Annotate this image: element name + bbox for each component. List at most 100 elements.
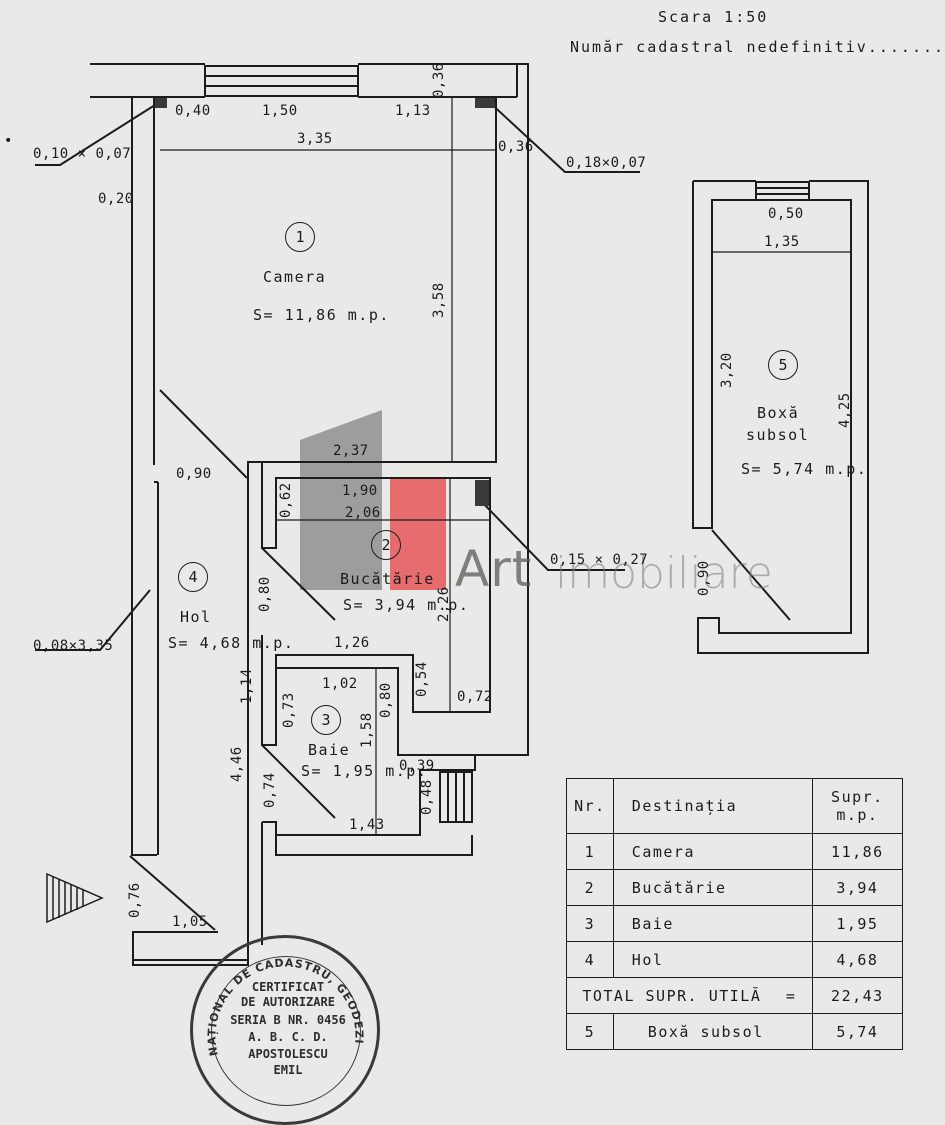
dim-0-90-hol: 0,90 [176, 466, 212, 482]
dim-0-73: 0,73 [281, 692, 297, 728]
dim-0-54: 0,54 [414, 661, 430, 697]
cadastral-number: Număr cadastral nedefinitiv....... [570, 38, 945, 56]
room-area-camera: S= 11,86 m.p. [253, 306, 390, 324]
room-number-1: 1 [285, 222, 315, 252]
table-row: 5 Boxă subsol 5,74 [566, 1013, 904, 1050]
dim-1-90: 1,90 [342, 483, 378, 499]
cell-supr: 11,86 [811, 833, 904, 870]
header-destinatia: Destinația [612, 778, 813, 834]
dim-0-18x0-07: 0,18×0,07 [566, 155, 647, 171]
outer-wall [90, 63, 529, 756]
stamp-line6: EMIL [273, 1063, 303, 1077]
stamp-line4: A. B. C. D. [248, 1030, 328, 1044]
stamp-line1: CERTIFICAT [251, 980, 325, 994]
table-total-row: TOTAL SUPR. UTILĂ = 22,43 [566, 977, 904, 1014]
dim-1-58: 1,58 [359, 712, 375, 748]
dim-0-48: 0,48 [419, 779, 435, 815]
room-area-bucatarie: S= 3,94 m.p. [343, 596, 470, 614]
authorization-stamp: NAȚIONAL DE CADASTRU, GEODEZIE ȘI CARTOG… [190, 935, 380, 1125]
total-label: TOTAL SUPR. UTILĂ [582, 986, 762, 1005]
stamp-line5: APOSTOLESCU [248, 1047, 328, 1061]
cell-dest: Bucătărie [612, 869, 813, 906]
cell-nr: 3 [566, 905, 614, 942]
header-supr: Supr. m.p. [811, 778, 904, 834]
room-name-baie: Baie [308, 741, 351, 759]
dim-1-13: 1,13 [395, 103, 431, 119]
stamp-line2: DE AUTORIZARE [241, 995, 335, 1009]
dim-1-02: 1,02 [322, 676, 358, 692]
room-number-5: 5 [768, 350, 798, 380]
dim-1-50: 1,50 [262, 103, 298, 119]
scale-label: Scara 1:50 [658, 8, 769, 26]
dim-0-36-top: 0,36 [431, 62, 447, 98]
cell-nr: 4 [566, 941, 614, 978]
dim-3-35: 3,35 [297, 131, 333, 147]
header-nr: Nr. [566, 778, 614, 834]
margin-mark: • [4, 133, 13, 149]
floor-plan-drawing [35, 63, 869, 966]
dim-0-39: 0,39 [399, 758, 435, 774]
watermark-imobiliare: imobiliare [555, 548, 773, 599]
cell-nr: 5 [566, 1013, 614, 1050]
dim-1-05: 1,05 [172, 914, 208, 930]
dim-4-25: 4,25 [837, 392, 853, 428]
cell-dest: Baie [612, 905, 813, 942]
room-name-boxa-line2: subsol [746, 426, 810, 444]
table-row: 4 Hol 4,68 [566, 941, 904, 978]
room-name-hol: Hol [180, 608, 212, 626]
watermark-logo [300, 410, 446, 590]
dim-2-37: 2,37 [333, 443, 369, 459]
dim-0-20: 0,20 [98, 191, 134, 207]
dim-0-40: 0,40 [175, 103, 211, 119]
cell-dest: Boxă subsol [612, 1013, 813, 1050]
window [204, 65, 359, 97]
table-row: 1 Camera 11,86 [566, 833, 904, 870]
dim-0-80-baie: 0,80 [378, 682, 394, 718]
total-label-cell: TOTAL SUPR. UTILĂ = [566, 977, 813, 1014]
room-name-camera: Camera [263, 268, 327, 286]
table-row: 2 Bucătărie 3,94 [566, 869, 904, 906]
table-header-row: Nr. Destinația Supr. m.p. [566, 778, 904, 834]
dim-1-35: 1,35 [764, 234, 800, 250]
total-equals: = [785, 986, 797, 1005]
surface-table: Nr. Destinația Supr. m.p. 1 Camera 11,86… [566, 778, 904, 1050]
room-name-bucatarie: Bucătărie [340, 570, 435, 588]
room-name-boxa-line1: Boxă [757, 404, 800, 422]
watermark-art: Art [455, 540, 533, 598]
cell-supr: 5,74 [811, 1013, 904, 1050]
dim-1-14: 1,14 [239, 668, 255, 704]
cell-dest: Camera [612, 833, 813, 870]
cell-supr: 4,68 [811, 941, 904, 978]
dim-1-43: 1,43 [349, 817, 385, 833]
room-number-3: 3 [311, 705, 341, 735]
dim-2-06: 2,06 [345, 505, 381, 521]
north-arrow-icon [46, 872, 104, 924]
dim-0-62: 0,62 [278, 482, 294, 518]
dim-0-76: 0,76 [127, 882, 143, 918]
cell-dest: Hol [612, 941, 813, 978]
dim-2-26: 2,26 [436, 586, 452, 622]
dim-0-74: 0,74 [262, 772, 278, 808]
dim-0-90-box: 0,90 [696, 560, 712, 596]
room-area-hol: S= 4,68 m.p. [168, 634, 295, 652]
stamp-ring-text: NAȚIONAL DE CADASTRU, GEODEZIE ȘI CARTOG… [190, 935, 365, 1057]
cell-supr: 3,94 [811, 869, 904, 906]
dim-0-72: 0,72 [457, 689, 493, 705]
table-row: 3 Baie 1,95 [566, 905, 904, 942]
dim-0-80-hol: 0,80 [257, 576, 273, 612]
room-area-baie: S= 1,95 m.p. [301, 762, 428, 780]
dim-1-26: 1,26 [334, 635, 370, 651]
dim-0-08x3-35: 0,08×3,35 [33, 638, 114, 654]
dim-0-50: 0,50 [768, 206, 804, 222]
dim-3-20: 3,20 [719, 352, 735, 388]
stamp-line3: SERIA B NR. 0456 [230, 1013, 346, 1027]
dim-0-10x0-07: 0,10 × 0,07 [33, 146, 132, 162]
cell-nr: 2 [566, 869, 614, 906]
cell-nr: 1 [566, 833, 614, 870]
room-area-boxa: S= 5,74 m.p. [741, 460, 868, 478]
dim-0-36-right: 0,36 [498, 139, 534, 155]
dim-3-58: 3,58 [431, 282, 447, 318]
room-number-4: 4 [178, 562, 208, 592]
room-number-2: 2 [371, 530, 401, 560]
dim-4-46: 4,46 [229, 746, 245, 782]
